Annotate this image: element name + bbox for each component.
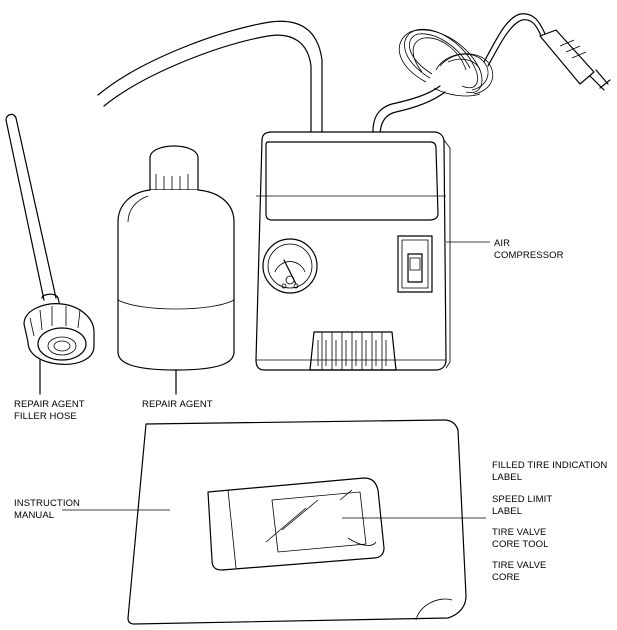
label-repair-agent: REPAIR AGENT	[142, 399, 213, 410]
label-speed-limit: SPEED LIMIT LABEL	[492, 494, 553, 517]
compressor-air-hose	[97, 20, 323, 137]
power-cord	[372, 13, 611, 137]
label-tire-valve-core-tool: TIRE VALVE CORE TOOL	[492, 527, 549, 550]
label-filled-tire-indication: FILLED TIRE INDICATION LABEL	[492, 460, 608, 483]
filler-hose	[5, 113, 95, 395]
label-instruction-manual: INSTRUCTION MANUAL	[14, 498, 81, 521]
leader-lines	[62, 241, 490, 519]
instruction-manual-sheet	[127, 419, 467, 625]
air-compressor-body	[255, 131, 451, 371]
label-repair-agent-filler-hose: REPAIR AGENT FILLER HOSE	[14, 399, 85, 422]
repair-agent-bottle	[117, 145, 235, 395]
label-air-compressor: AIR COMPRESSOR	[494, 238, 564, 261]
label-tire-valve-core: TIRE VALVE CORE	[492, 560, 547, 583]
